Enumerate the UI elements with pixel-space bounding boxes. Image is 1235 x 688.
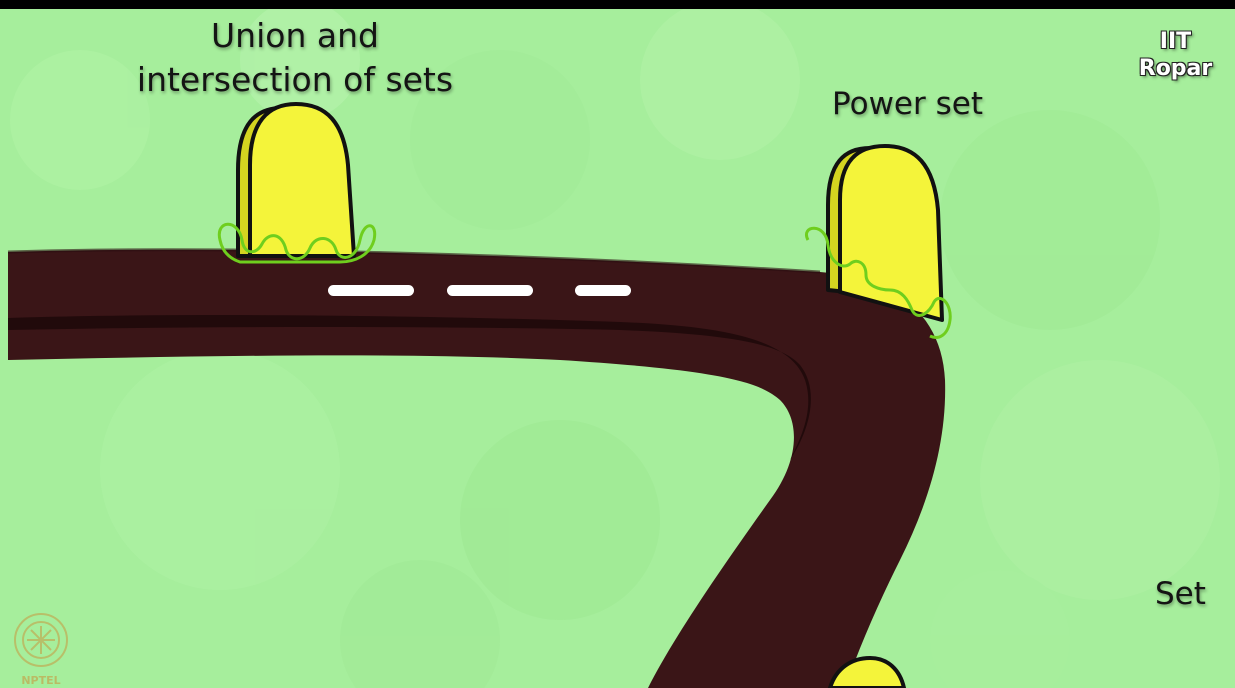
institute-watermark: IIT Ropar	[1118, 28, 1233, 82]
nptel-logo-icon: NPTEL	[8, 608, 78, 688]
road-scene	[0, 9, 1235, 688]
road-dash	[575, 285, 631, 296]
svg-text:NPTEL: NPTEL	[21, 674, 60, 687]
road-dash	[447, 285, 533, 296]
top-black-bar	[0, 0, 1235, 9]
milestone-union	[219, 104, 374, 262]
milestone-label-power-set: Power set	[790, 84, 1025, 124]
milestone-label-union: Union and intersection of sets	[95, 14, 495, 102]
milestone-label-set: Set	[1155, 574, 1235, 614]
road-dash	[328, 285, 414, 296]
